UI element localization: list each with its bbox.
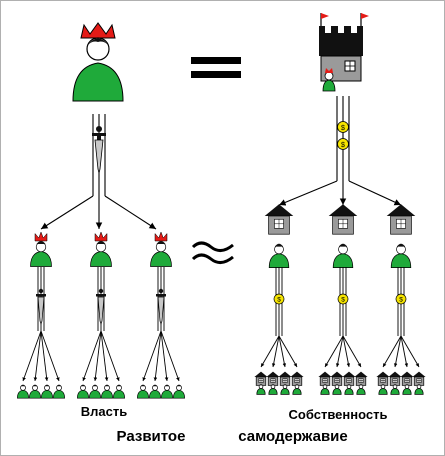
castle-icon	[319, 13, 369, 92]
house-icon	[264, 204, 294, 235]
caption-autocracy: самодержавие	[238, 428, 348, 445]
house-icon	[386, 204, 416, 235]
svg-text:$: $	[277, 297, 281, 304]
commoner-figure	[390, 384, 400, 395]
commoner-figure	[29, 384, 41, 399]
vassal-figure	[150, 231, 172, 267]
commoner-figure	[17, 384, 29, 399]
small-house-icon	[412, 371, 426, 386]
vassal-figure	[30, 231, 52, 267]
commoner-figure	[414, 384, 424, 395]
commoner-figure	[356, 384, 366, 395]
right-branches: $ $ $	[254, 204, 426, 395]
dagger-icon	[156, 288, 166, 326]
left-branches	[17, 231, 185, 399]
commoner-figure	[101, 384, 113, 399]
left-tree-links	[40, 114, 157, 230]
svg-text:$: $	[341, 142, 345, 149]
commoner-figure	[53, 384, 65, 399]
commoner-figure	[344, 384, 354, 395]
vassal-figure	[90, 231, 112, 267]
right-tree-links	[278, 96, 402, 206]
commoner-figure	[378, 384, 388, 395]
small-house-icon	[400, 371, 414, 386]
commoner-figure	[161, 384, 173, 399]
small-house-icon	[254, 371, 268, 386]
commoner-figure	[77, 384, 89, 399]
dagger-icon	[96, 288, 106, 326]
coin-icon: $	[273, 293, 285, 305]
ruler-figure	[72, 22, 124, 102]
commoner-figure	[149, 384, 161, 399]
commoner-figure	[256, 384, 266, 395]
commoner-figure	[113, 384, 125, 399]
small-house-icon	[388, 371, 402, 386]
branch-links	[324, 267, 362, 368]
commoner-figure	[41, 384, 53, 399]
small-house-icon	[342, 371, 356, 386]
commoner-figure	[402, 384, 412, 395]
owner-figure	[390, 243, 412, 268]
house-icon	[328, 204, 358, 235]
small-house-icon	[318, 371, 332, 386]
small-house-icon	[278, 371, 292, 386]
owner-figure	[332, 243, 354, 268]
commoner-figure	[320, 384, 330, 395]
approx-sign	[191, 241, 234, 264]
small-house-icon	[290, 371, 304, 386]
commoner-figure	[280, 384, 290, 395]
equals-sign	[191, 57, 241, 78]
small-house-icon	[354, 371, 368, 386]
commoner-figure	[89, 384, 101, 399]
dagger-icon	[92, 126, 106, 174]
label-property: Собственность	[289, 407, 388, 422]
coin-icon: $	[395, 293, 407, 305]
commoner-figure	[268, 384, 278, 395]
small-house-icon	[266, 371, 280, 386]
label-power: Власть	[81, 404, 127, 419]
branch-links	[382, 267, 420, 368]
svg-text:$: $	[341, 297, 345, 304]
coin-icon: $ $	[337, 121, 349, 150]
commoner-figure	[173, 384, 185, 399]
caption-developed: Развитое	[117, 428, 186, 445]
svg-text:$: $	[341, 125, 345, 132]
dagger-icon	[36, 288, 46, 326]
small-house-icon	[376, 371, 390, 386]
owner-figure	[268, 243, 290, 268]
svg-text:$: $	[399, 297, 403, 304]
small-house-icon	[330, 371, 344, 386]
commoner-figure	[137, 384, 149, 399]
branch-links	[260, 267, 298, 368]
coin-icon: $	[337, 293, 349, 305]
commoner-figure	[292, 384, 302, 395]
commoner-figure	[332, 384, 342, 395]
